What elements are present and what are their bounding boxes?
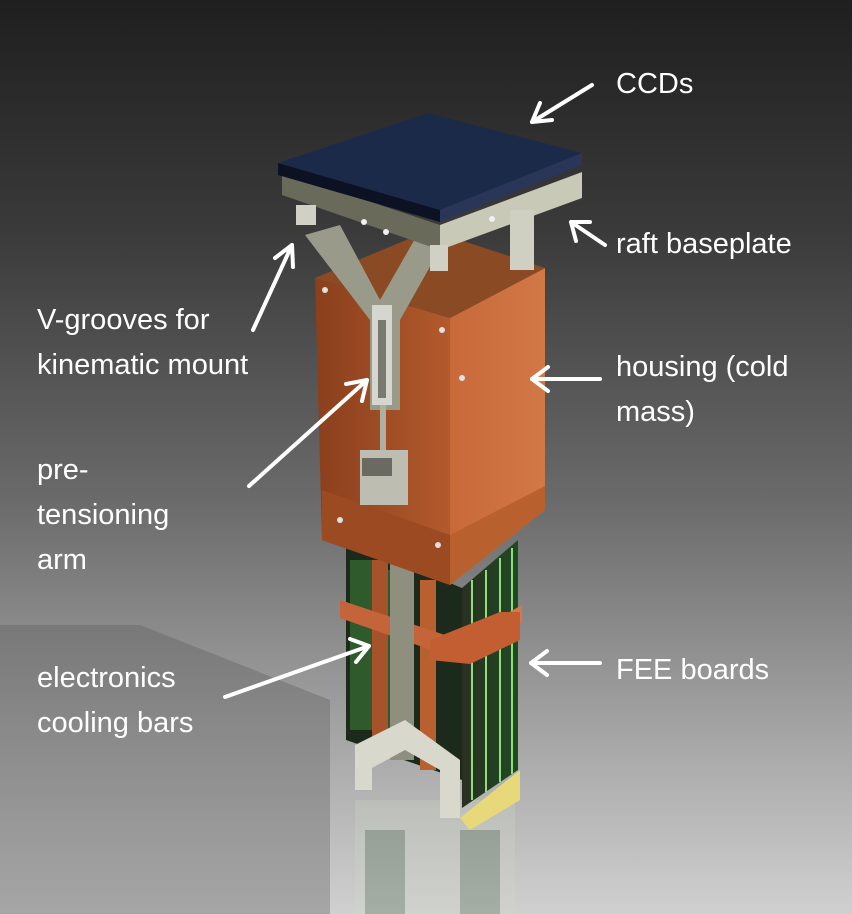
label-housing: housing (cold mass): [616, 351, 789, 428]
arrow-raft-baseplate: [569, 220, 607, 247]
label-raft-baseplate: raft baseplate: [616, 228, 792, 260]
arrow-cooling-bars: [223, 637, 371, 699]
label-v-grooves: V-grooves for kinematic mount: [37, 304, 249, 381]
label-ccds: CCDs: [616, 68, 694, 100]
label-fee-boards: FEE boards: [616, 654, 770, 686]
pre-tensioning-arm: [305, 225, 445, 505]
central-strut: [355, 560, 520, 830]
arrow-v-grooves: [251, 243, 295, 332]
arrow-pre-tensioning: [247, 378, 369, 488]
reflection: [355, 800, 515, 914]
raft-baseplate: [282, 172, 582, 271]
label-pre-tensioning-arm: pre- tensioning arm: [37, 454, 170, 576]
arrow-fee-boards: [529, 649, 602, 677]
arrow-ccds: [530, 83, 594, 124]
ccd-array: [278, 113, 582, 222]
arrows: [223, 83, 607, 699]
floor-shadow: [0, 625, 330, 914]
arrow-housing: [530, 365, 602, 393]
label-electronics-cooling-bars: electronics cooling bars: [37, 662, 194, 739]
